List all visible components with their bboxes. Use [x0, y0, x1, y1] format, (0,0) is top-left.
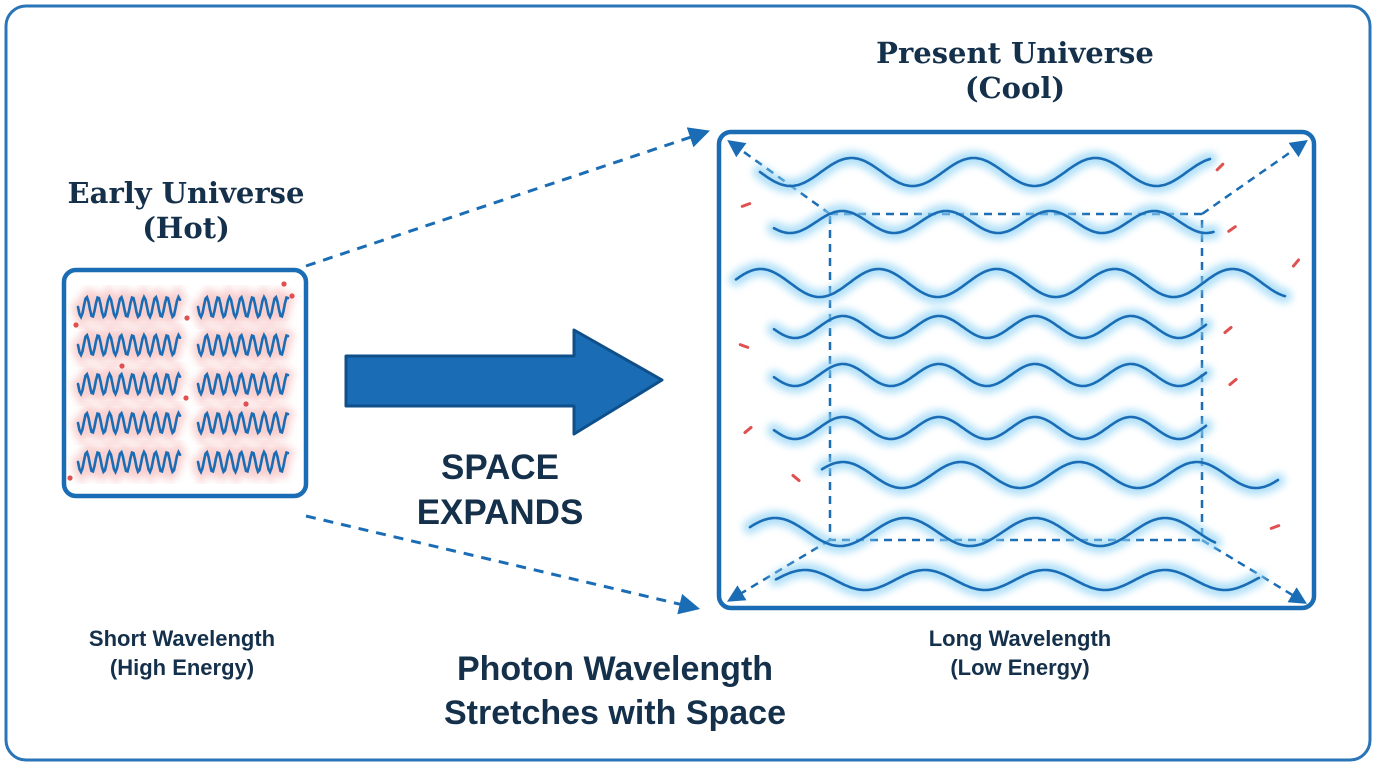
hot-wave [196, 448, 290, 476]
hot-spark [281, 281, 287, 287]
hot-wave [76, 448, 182, 476]
present-universe-box [716, 129, 1317, 611]
cool-wave [820, 460, 1280, 490]
long-wavelength-caption: Long Wavelength (Low Energy) [890, 625, 1150, 682]
cool-spark [1269, 524, 1281, 530]
long-wavelength-line1: Long Wavelength [928, 626, 1112, 651]
footer-title: Photon Wavelength Stretches with Space [380, 648, 850, 735]
cool-spark [740, 202, 752, 208]
cool-wave [734, 267, 1287, 299]
cool-wave [772, 209, 1215, 235]
hot-sparks [67, 281, 295, 481]
short-wavelength-line1: Short Wavelength [88, 626, 276, 651]
cool-spark [1228, 377, 1238, 387]
cool-spark [1215, 162, 1225, 172]
cool-wave [748, 516, 1217, 548]
cool-spark [791, 473, 801, 483]
hot-wave [76, 370, 182, 398]
cool-spark [1223, 325, 1233, 335]
diagonal-arrow-bottom-right [1201, 538, 1307, 604]
hot-wave [76, 409, 182, 437]
cool-sparks [738, 162, 1301, 530]
hot-wave [196, 331, 290, 359]
present-universe-title: Present Universe (Cool) [830, 36, 1200, 106]
expansion-line-bottom [305, 514, 701, 615]
cool-spark [738, 343, 750, 349]
hot-spark [73, 322, 79, 328]
early-universe-title: Early Universe (Hot) [44, 176, 328, 246]
hot-wave [76, 331, 182, 359]
short-wavelength-line2: (High Energy) [109, 654, 255, 680]
footer-title-line2: Stretches with Space [443, 693, 786, 732]
cool-spark [1291, 258, 1301, 268]
space-expands-arrow [344, 328, 664, 436]
hot-wave [196, 293, 290, 321]
long-wavelength-line2: (Low Energy) [950, 654, 1090, 680]
short-wavelength-waves [72, 283, 294, 486]
present-universe-title-line2: (Cool) [964, 70, 1066, 105]
cool-wave [772, 362, 1208, 388]
space-expands-line1: SPACE [441, 448, 559, 487]
space-expands-label: SPACE EXPANDS [380, 446, 620, 536]
early-universe-title-line1: Early Universe [67, 176, 305, 210]
cool-wave [774, 568, 1261, 592]
hot-spark [67, 475, 73, 481]
hot-spark [184, 315, 190, 321]
footer-title-line1: Photon Wavelength [456, 650, 774, 688]
early-universe-box [61, 267, 309, 499]
diagonal-arrow-top-right [1201, 139, 1308, 216]
hot-wave [196, 370, 290, 398]
cool-wave [772, 415, 1208, 441]
hot-spark [243, 401, 249, 407]
cool-wave [758, 156, 1212, 188]
cool-spark [743, 425, 753, 435]
hot-spark [289, 293, 295, 299]
present-universe-title-line1: Present Universe [876, 36, 1154, 70]
cool-spark [1227, 225, 1237, 233]
space-expands-line2: EXPANDS [416, 492, 584, 532]
hot-spark [119, 363, 125, 369]
cool-wave [772, 314, 1208, 340]
hot-wave [196, 409, 290, 437]
expansion-line-top [305, 127, 710, 268]
hot-wave [76, 293, 182, 321]
long-wavelength-waves [729, 151, 1292, 597]
early-universe-title-line2: (Hot) [142, 210, 230, 245]
hot-spark [183, 395, 189, 401]
short-wavelength-caption: Short Wavelength (High Energy) [52, 625, 312, 682]
